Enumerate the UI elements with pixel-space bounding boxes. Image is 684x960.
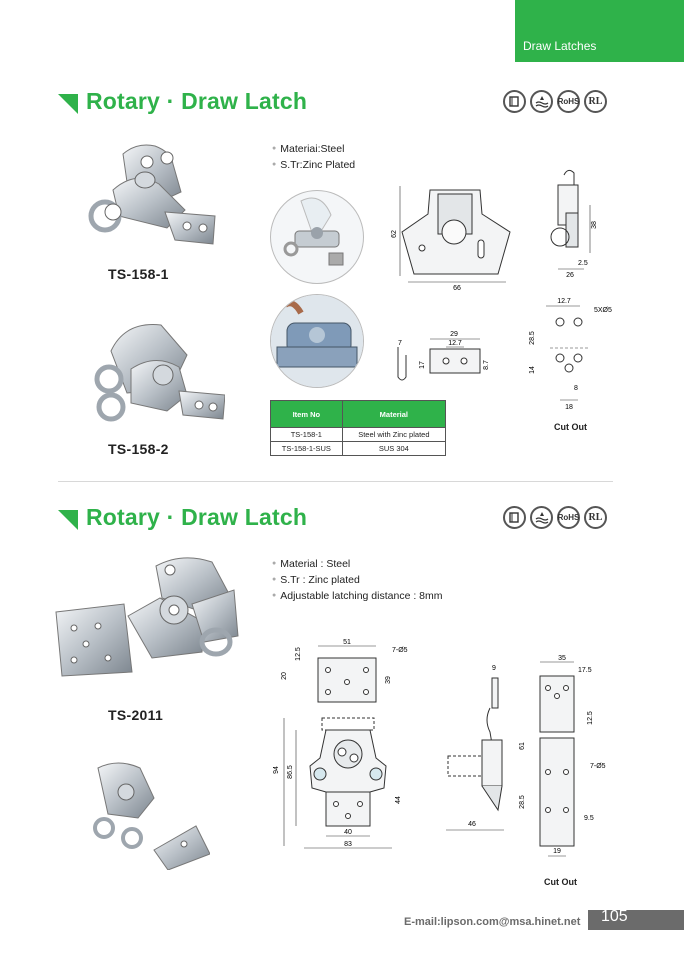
dim-cut-9-5: 9.5 [584,815,594,822]
ts-2011-cutout-drawing: 35 17.5 12.5 61 7-Ø5 28.5 9.5 19 [519,655,606,857]
dim-front-height: 62 [391,230,398,238]
model-label-ts-2011: TS-2011 [108,707,164,723]
category-tab: Draw Latches [515,0,684,62]
dim-body-94: 94 [273,766,280,774]
dim-hook: 7 [398,340,402,347]
water-icon [530,90,553,113]
dim-side-d1: 2.5 [578,260,588,267]
ts-2011-photo [55,557,239,677]
dim-cut-v1: 28.5 [529,331,536,345]
salt-spray-icon [503,506,526,529]
section2-cert-badges: RoHS RL [503,506,607,529]
material-table: Item No Material TS-158-1 Steel with Zin… [270,400,447,456]
dim-plate-height: 39 [385,676,392,684]
section1-cert-badges: RoHS RL [503,90,607,113]
section-divider [58,481,613,482]
application-photo-2 [270,294,364,388]
footer-page-bar [588,910,684,930]
dim-body-83: 83 [344,841,352,848]
dim-cut-h1: 8 [574,385,578,392]
ts-2011-side-drawing: 9 46 [446,665,504,831]
title-triangle-icon [58,510,78,530]
ts-158-2-photo [94,324,225,422]
rohs-badge: RoHS [557,90,580,113]
dim-keeper-width: 29 [450,331,458,338]
ts-158-cutout-drawing: 12.7 5XØ5 28.5 14 8 18 [529,298,612,411]
model-label-ts-158-2: TS-158-2 [108,441,169,457]
dim-cut-12-5: 12.5 [587,711,594,725]
table-header-material: Material [341,400,447,428]
dim-cut-17-5: 17.5 [578,667,592,674]
ts-158-1-photo [88,144,216,245]
water-icon [530,506,553,529]
spec-material: Materiai:Steel [272,141,355,157]
table-row: TS-158-1-SUS SUS 304 [270,441,447,456]
dim-plate-holes: 7-Ø5 [392,647,408,654]
section2-specs: Material : Steel S.Tr : Zinc plated Adju… [272,556,443,604]
section1-title: Rotary · Draw Latch [86,88,308,114]
rl-badge: RL [584,506,607,529]
spec-material: Material : Steel [272,556,443,572]
dim-side-9: 9 [492,665,496,672]
table-row: TS-158-1 Steel with Zinc plated [270,427,447,442]
dim-plate-v2: 20 [281,672,288,680]
dim-cut-v2: 14 [529,366,536,374]
dim-cut-h2: 18 [565,404,573,411]
footer-email: E-mail:lipson.com@msa.hinet.net [404,916,581,928]
salt-spray-icon [503,90,526,113]
ts-2011-body-drawing: 94 86.5 44 40 83 [273,717,402,849]
dim-cut-19: 19 [553,848,561,855]
dim-cut-top: 12.7 [557,298,571,305]
table-cell-material: Steel with Zinc plated [341,427,447,442]
section2-title: Rotary · Draw Latch [86,504,308,530]
rohs-badge: RoHS [557,506,580,529]
dim-plate-v1: 12.5 [295,647,302,661]
dim-cut-28-5: 28.5 [519,795,526,809]
table-cell-item: TS-158-1-SUS [270,441,343,456]
application-photo-1 [270,190,364,284]
category-tab-label: Draw Latches [523,39,597,53]
dim-cut-holes: 5XØ5 [594,307,612,314]
ts-158-front-drawing: 62 66 [391,186,511,290]
model-label-ts-158-1: TS-158-1 [108,266,169,282]
dim-cut-61: 61 [519,742,526,750]
ts-2011-plate-drawing: 51 12.5 20 39 7-Ø5 [281,639,408,703]
dim-side-width: 26 [566,272,574,279]
dim-keeper-height: 8.7 [483,360,490,370]
spec-latching-distance: Adjustable latching distance : 8mm [272,588,442,604]
ts-158-keeper-drawing: 7 29 12.7 8.7 17 [397,331,490,381]
dim-cut-holes: 7-Ø5 [590,763,606,770]
table-header-item-no: Item No [270,400,343,428]
title-triangle-icon [58,94,78,114]
dim-front-width: 66 [453,285,461,290]
ts-158-side-drawing: 38 2.5 26 [550,169,598,279]
dim-side-46: 46 [468,821,476,828]
section1-cutout-label: Cut Out [554,422,587,432]
spec-surface-treatment: S.Tr:Zinc Plated [272,157,355,173]
section1-specs: Materiai:Steel S.Tr:Zinc Plated [272,141,355,173]
dim-cut-35: 35 [558,655,566,662]
dim-keeper-hole: 12.7 [448,340,462,347]
dim-body-40: 40 [344,829,352,836]
ts-2011-photo-alt [93,762,210,870]
dim-plate-width: 51 [343,639,351,646]
page-number: 105 [601,908,628,925]
table-cell-material: SUS 304 [341,441,447,456]
spec-surface-treatment: S.Tr : Zinc plated [272,572,443,588]
dim-side-height: 38 [591,221,598,229]
rl-badge: RL [584,90,607,113]
table-cell-item: TS-158-1 [270,427,343,442]
dim-body-44: 44 [395,796,402,804]
dim-keeper-side: 17 [419,361,426,369]
dim-body-86: 86.5 [287,765,294,779]
section2-cutout-label: Cut Out [544,877,577,887]
